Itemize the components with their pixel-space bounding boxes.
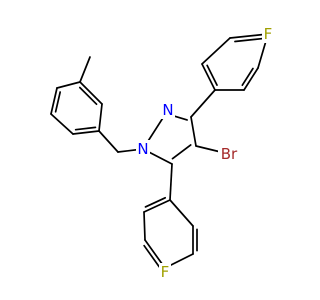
bond-m1-m2 [72, 130, 100, 135]
atom-f-top-label: F [264, 25, 273, 43]
molecule-structure: N N Br F F [50, 25, 274, 281]
double-bond-a6-a5 [241, 67, 254, 87]
atom-br-label: Br [221, 145, 238, 163]
bond-b1-b2 [143, 199, 171, 213]
bond-a1-a2 [201, 63, 216, 91]
bond-c3-c4 [190, 116, 197, 147]
bond-m6-m1 [98, 103, 103, 132]
bond-ch2-m1 [98, 130, 119, 153]
bond-b2-b3 [143, 211, 146, 241]
bond-c5-b1 [169, 163, 173, 201]
bond-m5-me [79, 56, 91, 83]
bond-m2-m3 [50, 113, 74, 135]
bond-a3-a4 [229, 33, 269, 39]
double-bond-b1-b2 [144, 196, 167, 208]
atom-label-group: N N Br F F [136, 25, 274, 281]
bond-b6-b1 [169, 199, 194, 227]
double-bond-a1-a2 [206, 64, 218, 86]
double-bond-m5-m6 [78, 86, 98, 106]
bond-m4-m5 [56, 81, 81, 89]
bond-m5-m6 [79, 81, 103, 105]
atom-n2-label: N [162, 101, 173, 119]
double-bond-m3-m4 [54, 91, 62, 113]
atom-f-bottom-label: F [161, 263, 170, 281]
double-bond-m1-m2 [74, 126, 97, 131]
double-bond-b3-b4 [143, 244, 161, 268]
atom-n1-label: N [137, 140, 148, 158]
double-bond-c4-c5 [171, 144, 192, 160]
double-bond-a3-a4 [234, 37, 265, 43]
bond-a2-a3 [201, 37, 231, 65]
bond-c3-a1 [190, 89, 216, 118]
bond-a6-a5 [243, 67, 259, 91]
bond-m3-m4 [50, 87, 58, 115]
